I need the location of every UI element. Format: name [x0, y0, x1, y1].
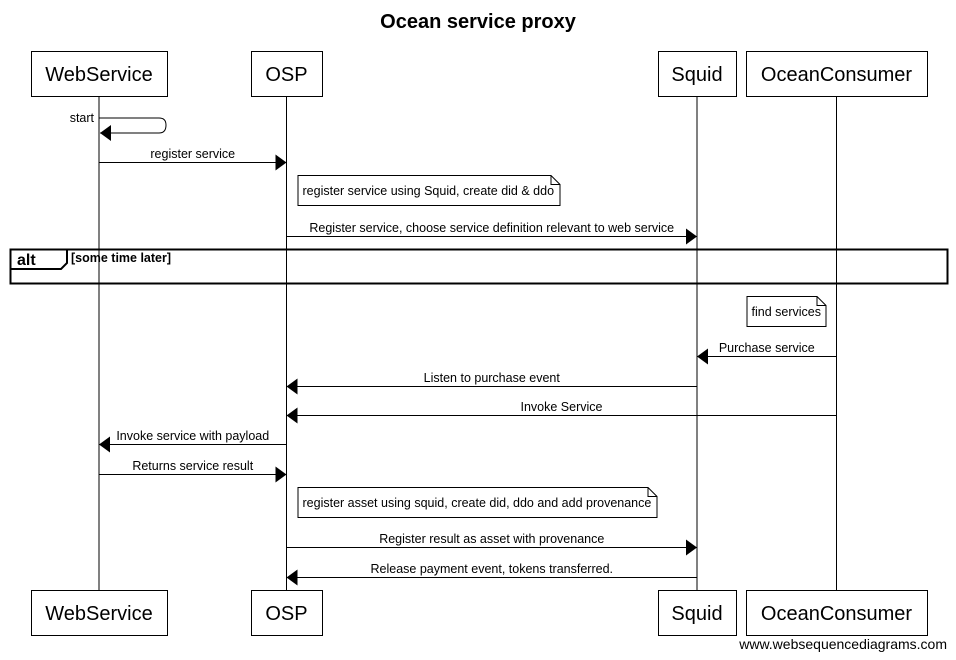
actor-box: [251, 51, 323, 97]
actor-label: OceanConsumer: [761, 64, 913, 86]
actor-label: OSP: [265, 64, 307, 86]
note: register asset using squid, create did, …: [297, 487, 658, 518]
self-message-line: [99, 117, 167, 141]
note-box: [297, 487, 658, 518]
actor-box: [746, 51, 928, 97]
actor-label: WebService: [45, 64, 152, 86]
actor-box: [746, 590, 928, 636]
note: find services: [746, 296, 827, 327]
note: register service using Squid, create did…: [297, 175, 561, 206]
actor-ws-top: WebService: [31, 51, 168, 97]
message-arrow: register service: [99, 147, 287, 171]
diagram-title: Ocean service proxy: [380, 11, 577, 33]
actor-osp-top: OSP: [251, 51, 323, 97]
message-arrow: Release payment event, tokens transferre…: [286, 562, 697, 586]
alt-guard: [some time later]: [71, 251, 171, 265]
lifelines: [98, 96, 837, 590]
note-box: [297, 175, 561, 206]
actor-label: OSP: [265, 603, 307, 625]
message-arrow: Listen to purchase event: [286, 371, 697, 395]
message-label: Invoke service with payload: [116, 429, 269, 443]
message-label: register service: [150, 147, 235, 161]
actor-box: [31, 590, 168, 636]
alt-frame-border: [9, 248, 949, 285]
message-label: Purchase service: [719, 341, 815, 355]
actor-squid-bottom: Squid: [658, 590, 737, 636]
watermark-text: www.websequencediagrams.com: [738, 636, 947, 652]
alt-keyword: alt: [17, 252, 36, 269]
interactions: start register service register service us…: [9, 111, 949, 586]
message-label: Register result as asset with provenance: [379, 532, 604, 546]
message-label: Release payment event, tokens transferre…: [371, 562, 614, 576]
self-message: start: [70, 111, 167, 141]
message-arrow: Register result as asset with provenance: [286, 532, 697, 556]
message-arrow: Returns service result: [99, 459, 287, 483]
message-label: Invoke Service: [521, 400, 603, 414]
message-arrow: Invoke service with payload: [99, 429, 287, 453]
actor-box: [658, 51, 737, 97]
message-label: Register service, choose service definit…: [309, 221, 674, 235]
actor-label: Squid: [671, 64, 722, 86]
actor-label: WebService: [45, 603, 152, 625]
actor-oc-top: OceanConsumer: [746, 51, 928, 97]
actor-label: Squid: [671, 603, 722, 625]
note-text: find services: [752, 305, 821, 319]
message-arrow: Invoke Service: [286, 400, 837, 424]
alt-frame: alt [some time later]: [9, 248, 949, 285]
actor-box: [31, 51, 168, 97]
actor-osp-bottom: OSP: [251, 590, 323, 636]
actor-oc-bottom: OceanConsumer: [746, 590, 928, 636]
actor-label: OceanConsumer: [761, 603, 913, 625]
note-text: register service using Squid, create did…: [303, 184, 555, 198]
message-arrow: Register service, choose service definit…: [286, 221, 697, 245]
alt-frame-tab: [10, 249, 68, 270]
note-text: register asset using squid, create did, …: [303, 496, 652, 510]
message-label: start: [70, 111, 95, 125]
message-arrow: Purchase service: [697, 341, 837, 365]
actor-box: [251, 590, 323, 636]
actor-squid-top: Squid: [658, 51, 737, 97]
actor-ws-bottom: WebService: [31, 590, 168, 636]
message-label: Returns service result: [132, 459, 253, 473]
actor-box: [658, 590, 737, 636]
participants: WebServiceWebServiceOSPOSPSquidSquidOcea…: [31, 51, 928, 636]
note-box: [746, 296, 827, 327]
message-label: Listen to purchase event: [424, 371, 561, 385]
